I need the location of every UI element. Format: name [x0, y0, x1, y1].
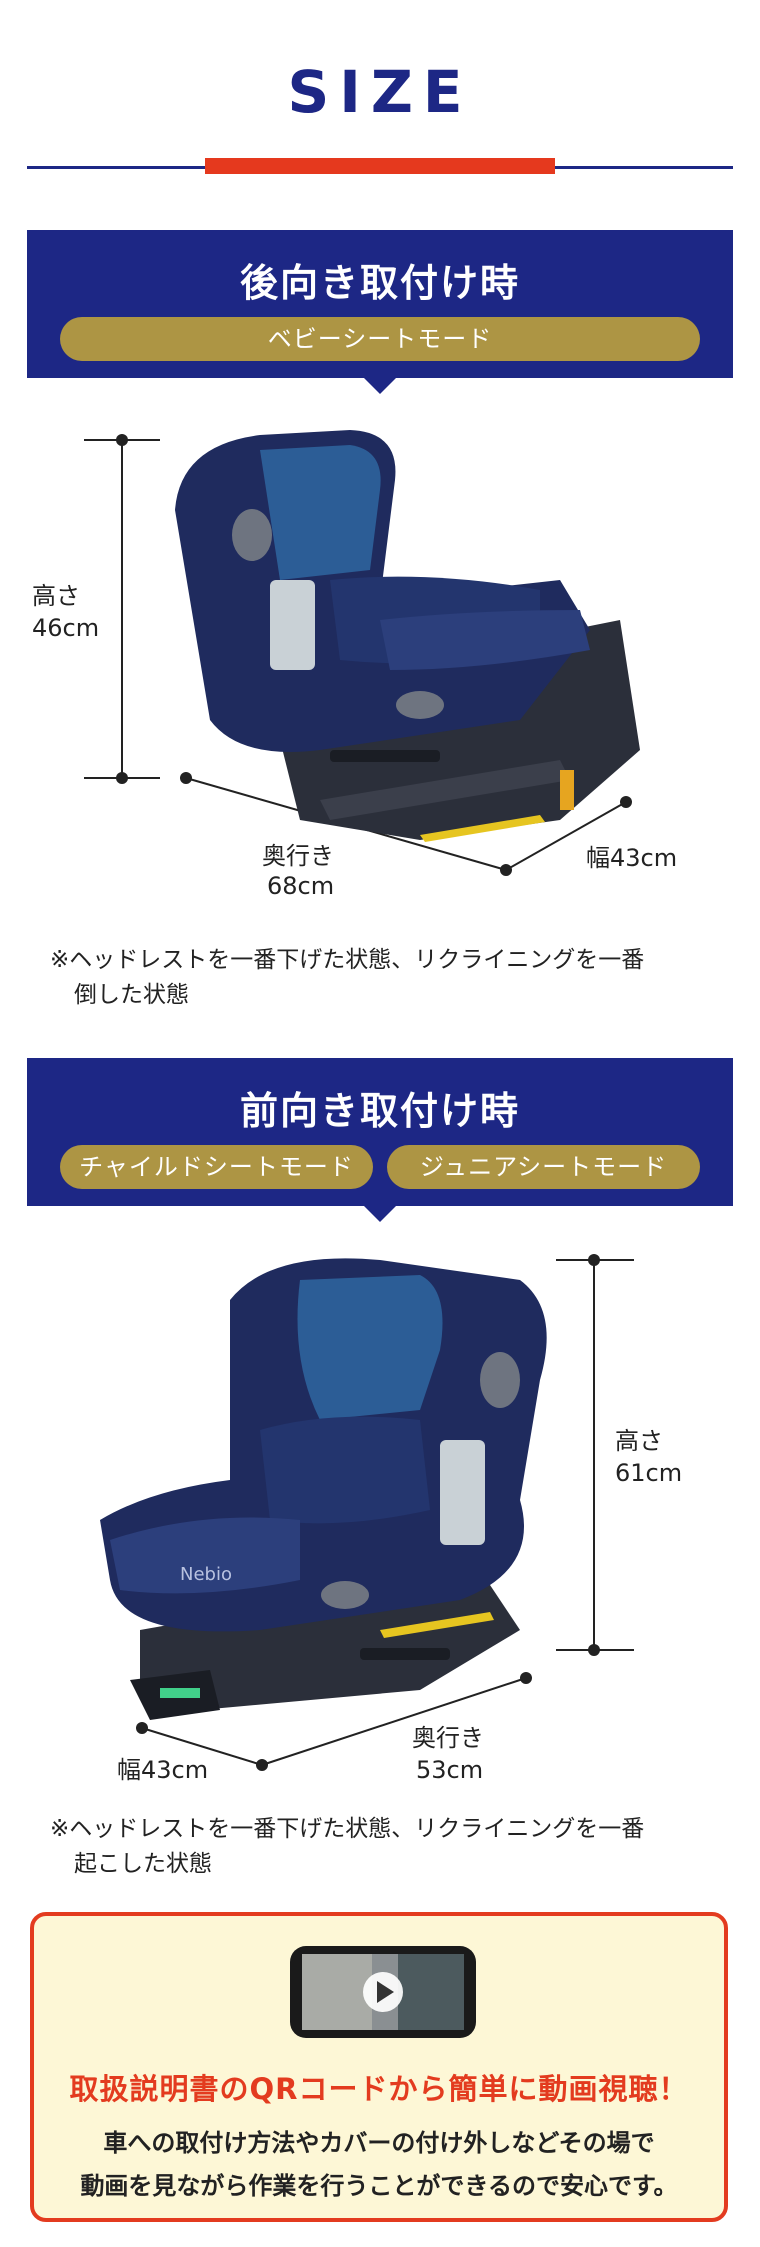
front-side-knob — [480, 1352, 520, 1408]
video-info-line1: 車への取付け方法やカバーの付け外しなどその場で — [103, 2129, 655, 2157]
front-instruction-label — [440, 1440, 485, 1545]
rear-depth-label: 奥行き — [262, 842, 334, 870]
rear-height-label: 高さ — [32, 582, 80, 610]
rear-support-leg-marker — [560, 770, 574, 810]
front-height-label: 高さ — [615, 1427, 663, 1455]
rear-seat-headrest — [260, 445, 381, 580]
rear-width-measure: 幅43cm — [586, 844, 678, 872]
video-info-line2: 動画を見ながら作業を行うことができるので安心です。 — [80, 2172, 678, 2200]
rear-facing-panel: 後向き取付け時 ベビーシートモード — [27, 230, 733, 378]
front-width-measure: 幅43cm — [117, 1756, 209, 1784]
front-height-value: 61cm — [615, 1459, 683, 1487]
video-info-box: 取扱説明書のQRコードから簡単に動画視聴！ 車への取付け方法やカバーの付け外しな… — [30, 1912, 728, 2222]
rear-depth-value: 68cm — [267, 872, 335, 900]
forward-facing-seat-image: Nebio — [100, 1254, 634, 1771]
page-title: SIZE — [287, 58, 473, 126]
rear-height-top-dot — [116, 434, 128, 446]
rear-side-knob — [232, 509, 272, 561]
forward-panel-caret — [364, 1206, 396, 1222]
baby-seat-mode-badge: ベビーシートモード — [60, 317, 700, 361]
rear-height-bottom-dot — [116, 772, 128, 784]
forward-facing-title: 前向き取付け時 — [239, 1089, 520, 1133]
rear-depth-left-dot — [180, 772, 192, 784]
front-note-line2: 起こした状態 — [74, 1851, 212, 1877]
front-note-line1: ※ヘッドレストを一番下げた状態、リクライニングを一番 — [50, 1816, 645, 1842]
header-accent-bar — [205, 158, 555, 174]
rear-note-line1: ※ヘッドレストを一番下げた状態、リクライニングを一番 — [50, 947, 645, 973]
rear-facing-seat-image — [84, 430, 640, 876]
front-depth-right-dot — [520, 1672, 532, 1684]
play-triangle-icon — [377, 1981, 394, 2003]
front-depth-label: 奥行き — [412, 1724, 484, 1752]
smartphone-video-image[interactable] — [288, 1944, 478, 2040]
front-depth-line — [261, 1677, 527, 1766]
front-depth-value: 53cm — [416, 1756, 484, 1784]
rear-instruction-label — [270, 580, 315, 670]
rear-note-line2: 倒した状態 — [74, 982, 189, 1008]
forward-facing-panel: 前向き取付け時 チャイルドシートモード ジュニアシートモード — [27, 1058, 733, 1206]
front-seat-brand-text: Nebio — [180, 1564, 232, 1585]
rear-width-dot — [620, 796, 632, 808]
front-height-bottom-dot — [588, 1644, 600, 1656]
front-height-top-dot — [588, 1254, 600, 1266]
junior-seat-mode-badge: ジュニアシートモード — [387, 1145, 700, 1189]
rear-height-value: 46cm — [32, 614, 100, 642]
front-width-dot — [136, 1722, 148, 1734]
rear-width-line — [505, 801, 627, 871]
video-info-title: 取扱説明書のQRコードから簡単に動画視聴！ — [69, 2072, 689, 2106]
front-width-line — [141, 1727, 263, 1766]
child-seat-mode-badge: チャイルドシートモード — [60, 1145, 373, 1189]
front-seat-headrest — [297, 1275, 443, 1420]
rear-panel-caret — [364, 378, 396, 394]
rear-facing-title: 後向き取付け時 — [239, 261, 520, 305]
